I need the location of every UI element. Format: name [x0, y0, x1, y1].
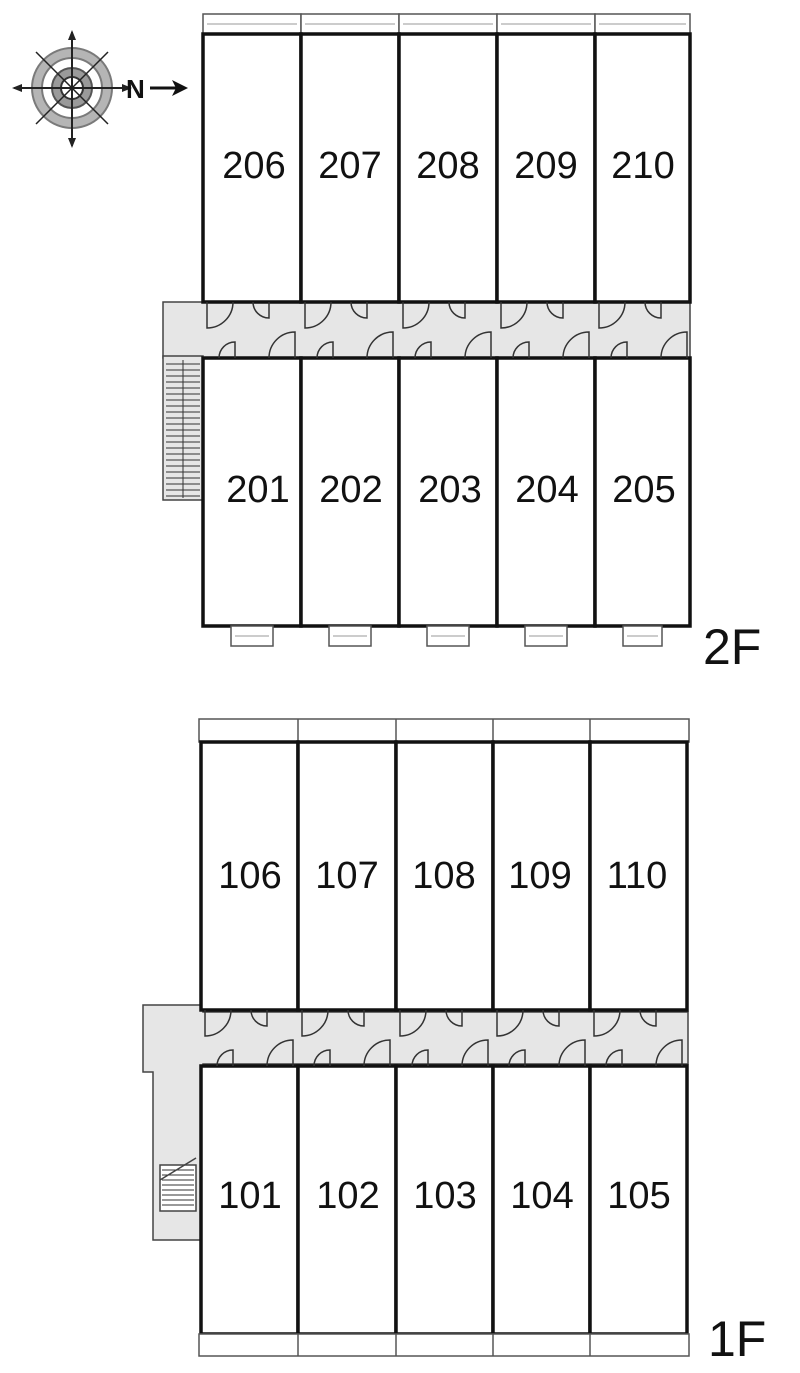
- door-swing-icon: [558, 1039, 586, 1067]
- door-swing-icon: [644, 301, 662, 319]
- door-swing-icon: [204, 1009, 232, 1037]
- room-label: 206: [222, 145, 285, 187]
- door-swing-icon: [655, 1039, 683, 1067]
- door-swing-icon: [660, 331, 688, 359]
- door-swing-icon: [266, 1039, 294, 1067]
- door-swing-icon: [414, 341, 432, 359]
- floor-label: 1F: [708, 1311, 766, 1367]
- door-swing-icon: [546, 301, 564, 319]
- room-label: 103: [413, 1175, 476, 1217]
- door-swing-icon: [512, 341, 530, 359]
- room-label: 205: [612, 469, 675, 511]
- room-label: 105: [607, 1175, 670, 1217]
- door-swing-icon: [347, 1009, 365, 1027]
- room-label: 108: [412, 855, 475, 897]
- room-label: 101: [218, 1175, 281, 1217]
- door-swing-icon: [605, 1049, 623, 1067]
- staircase: [159, 1157, 197, 1212]
- floor-label: 2F: [703, 619, 761, 675]
- room-label: 207: [318, 145, 381, 187]
- room: [394, 1064, 495, 1336]
- room-label: 106: [218, 855, 281, 897]
- room: [588, 1064, 689, 1336]
- door-swing-icon: [316, 341, 334, 359]
- door-swing-icon: [598, 301, 626, 329]
- door-swing-icon: [562, 331, 590, 359]
- doors: [206, 301, 688, 359]
- bottom-balconies: [198, 1333, 690, 1357]
- staircase: [162, 355, 204, 501]
- door-swing-icon: [461, 1039, 489, 1067]
- door-swing-icon: [250, 1009, 268, 1027]
- room: [394, 740, 495, 1012]
- compass-north-label: N: [126, 74, 145, 104]
- door-swing-icon: [445, 1009, 463, 1027]
- room-label: 109: [508, 855, 571, 897]
- room-label: 107: [315, 855, 378, 897]
- door-swing-icon: [313, 1049, 331, 1067]
- door-swing-icon: [542, 1009, 560, 1027]
- room-label: 202: [319, 469, 382, 511]
- door-swing-icon: [496, 1009, 524, 1037]
- door-swing-icon: [268, 331, 296, 359]
- room-label: 104: [510, 1175, 573, 1217]
- door-swing-icon: [206, 301, 234, 329]
- room-label: 201: [226, 469, 289, 511]
- room: [201, 356, 303, 628]
- room: [201, 32, 303, 304]
- door-swing-icon: [411, 1049, 429, 1067]
- room: [299, 32, 401, 304]
- balcony-strip: [198, 718, 690, 743]
- room-label: 110: [607, 855, 668, 897]
- room: [397, 32, 499, 304]
- door-swing-icon: [216, 1049, 234, 1067]
- door-swing-icon: [500, 301, 528, 329]
- room: [491, 740, 592, 1012]
- corridor: [162, 301, 691, 359]
- room-label: 203: [418, 469, 481, 511]
- door-swing-icon: [448, 301, 466, 319]
- door-swing-icon: [252, 301, 270, 319]
- doors: [204, 1009, 683, 1067]
- room: [296, 740, 398, 1012]
- door-swing-icon: [218, 341, 236, 359]
- room-label: 102: [316, 1175, 379, 1217]
- room: [296, 1064, 398, 1336]
- balcony-strip: [198, 1333, 690, 1357]
- door-swing-icon: [350, 301, 368, 319]
- room-label: 209: [514, 145, 577, 187]
- room: [495, 356, 597, 628]
- door-swing-icon: [402, 301, 430, 329]
- floor-1f: 106 107 108 109 110 101 102 103 104 105 …: [142, 718, 766, 1367]
- room: [495, 32, 597, 304]
- north-arrow-icon: [150, 80, 188, 96]
- room-label: 210: [611, 145, 674, 187]
- bottom-balconies: [230, 625, 663, 647]
- room: [593, 356, 692, 628]
- door-swing-icon: [508, 1049, 526, 1067]
- top-balconies: [202, 13, 691, 35]
- door-swing-icon: [363, 1039, 391, 1067]
- door-swing-icon: [464, 331, 492, 359]
- door-swing-icon: [304, 301, 332, 329]
- room: [588, 740, 689, 1012]
- door-swing-icon: [639, 1009, 657, 1027]
- compass-rose-icon: [12, 30, 132, 148]
- room-label: 204: [515, 469, 578, 511]
- room: [199, 740, 300, 1012]
- door-swing-icon: [399, 1009, 427, 1037]
- room: [593, 32, 692, 304]
- room: [397, 356, 499, 628]
- door-swing-icon: [610, 341, 628, 359]
- door-swing-icon: [301, 1009, 329, 1037]
- top-balconies: [198, 718, 690, 743]
- door-swing-icon: [593, 1009, 621, 1037]
- room-label: 208: [416, 145, 479, 187]
- door-swing-icon: [366, 331, 394, 359]
- room: [299, 356, 401, 628]
- floor-2f: 206 207 208 209 210 201 202 203 204 205 …: [162, 13, 761, 675]
